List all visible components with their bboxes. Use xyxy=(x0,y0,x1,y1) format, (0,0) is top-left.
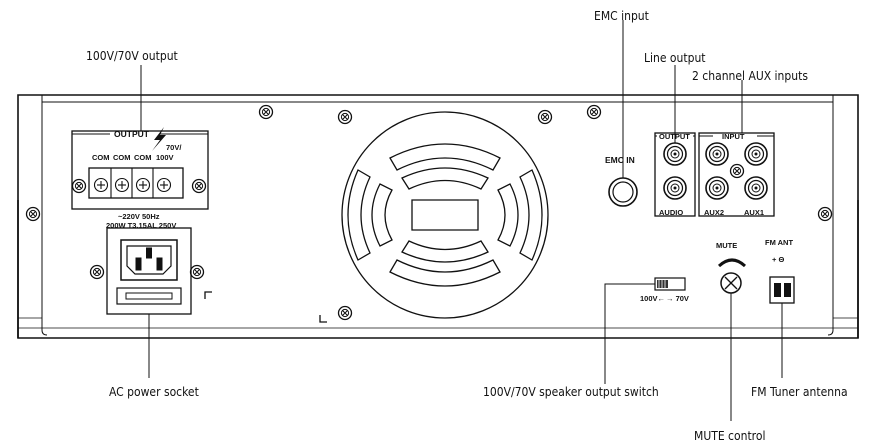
aux2-label: AUX2 xyxy=(704,208,724,217)
callout-100v-70v-output: 100V/70V output xyxy=(86,49,178,63)
callout-line-output: Line output xyxy=(644,51,706,65)
terminal-label-1: COM xyxy=(92,153,110,162)
callout-aux-inputs: 2 channel AUX inputs xyxy=(692,69,808,83)
terminal-label-3: COM xyxy=(134,153,152,162)
callout-emc-input: EMC input xyxy=(594,9,649,23)
switch-label-100v: 100V← xyxy=(640,294,665,303)
switch-label-70v: → 70V xyxy=(666,294,689,303)
callout-fm-tuner-antenna: FM Tuner antenna xyxy=(751,385,848,399)
callout-speaker-output-switch: 100V/70V speaker output switch xyxy=(483,385,659,399)
ac-power-socket[interactable] xyxy=(106,227,192,315)
terminal-label-4: 100V xyxy=(156,153,174,162)
fm-ant-label: FM ANT xyxy=(765,238,793,247)
emc-in-jack[interactable] xyxy=(608,177,638,207)
aux1-label: AUX1 xyxy=(744,208,764,217)
power-rating-line-2: 200W T3.15AL 250V xyxy=(106,221,176,230)
callout-mute-control: MUTE control xyxy=(694,429,765,443)
mute-knob[interactable] xyxy=(717,258,747,294)
chassis xyxy=(17,94,859,339)
output-header-label: OUTPUT xyxy=(114,129,150,139)
terminal-label-2: COM xyxy=(113,153,131,162)
speaker-output-switch[interactable] xyxy=(654,277,686,291)
fm-polarity-label: + Θ xyxy=(772,255,784,264)
line-output-header: OUTPUT xyxy=(659,132,690,141)
power-rating-line-1: ~220V 50Hz xyxy=(118,212,160,221)
leader-lines xyxy=(140,20,783,421)
line-output-label: AUDIO xyxy=(659,208,683,217)
line-output-jacks[interactable] xyxy=(663,142,687,200)
mute-label: MUTE xyxy=(716,241,737,250)
speaker-output-terminals[interactable] xyxy=(71,127,209,210)
output-voltage-label: 70V/ xyxy=(166,143,182,152)
fm-antenna-connector[interactable] xyxy=(769,276,795,304)
emc-in-label: EMC IN xyxy=(605,155,635,165)
fan-grille xyxy=(204,111,549,323)
input-header: INPUT xyxy=(722,132,745,141)
callout-ac-power-socket: AC power socket xyxy=(109,385,199,399)
lightning-icon xyxy=(152,127,166,151)
